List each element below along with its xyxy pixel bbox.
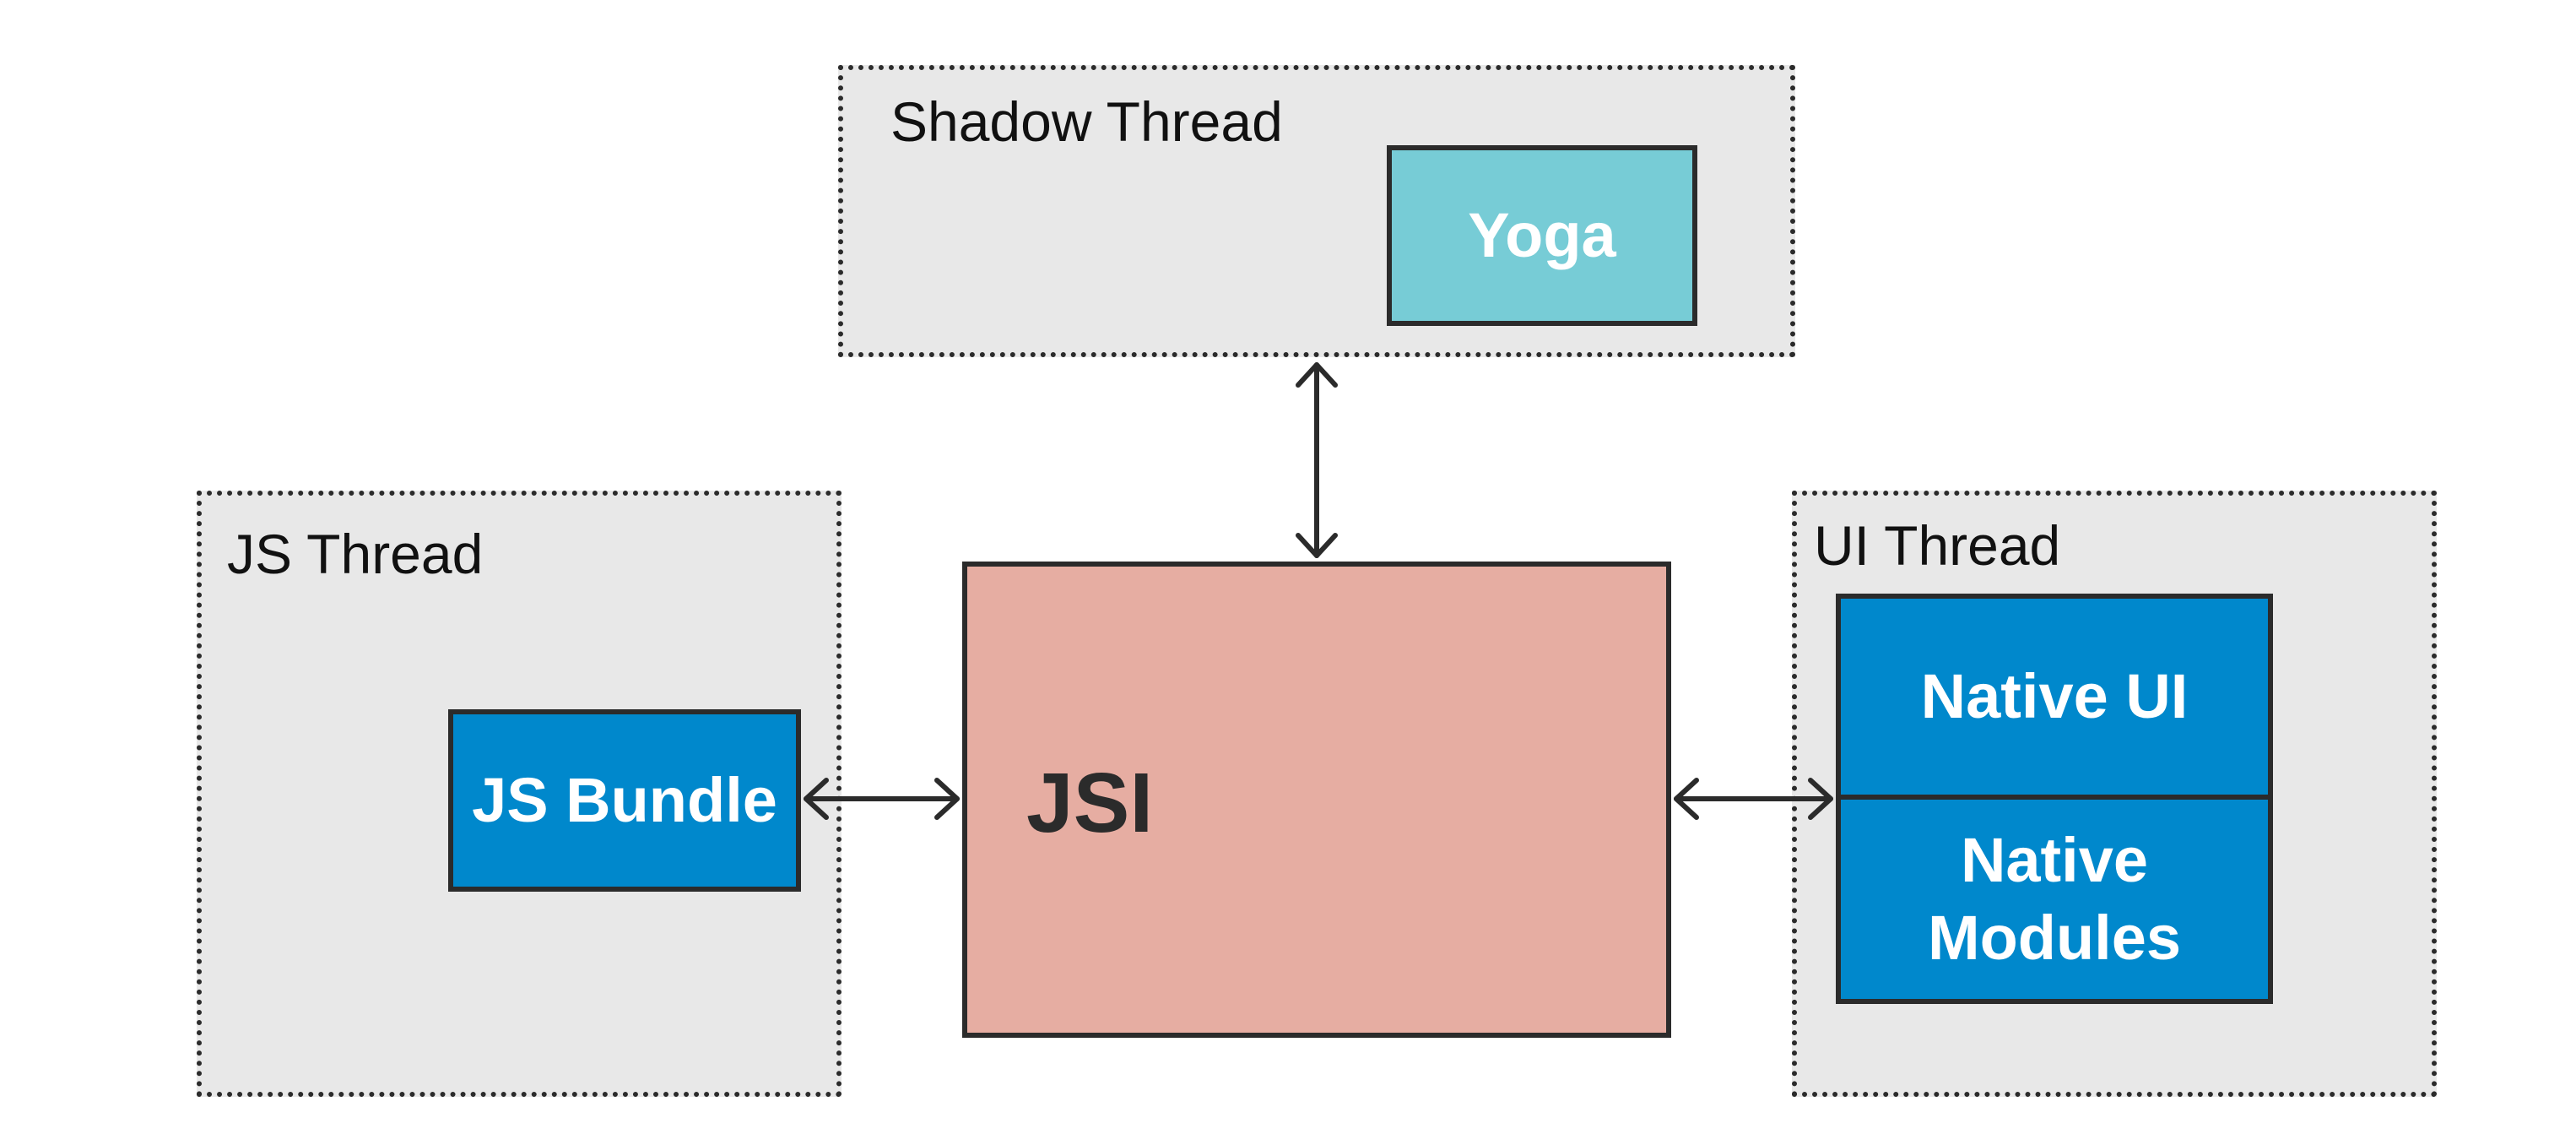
native-ui-label: Native UI	[1920, 660, 2189, 731]
yoga-label: Yoga	[1468, 199, 1616, 270]
native-modules-label-line2: Modules	[1927, 903, 2182, 973]
native-ui-block: Native UI	[1836, 594, 2273, 800]
jsi-label: JSI	[1026, 755, 1154, 850]
shadow-thread-label: Shadow Thread	[890, 90, 1283, 153]
jsi-ui-arrow	[1674, 778, 1833, 820]
yoga-block: Yoga	[1387, 145, 1697, 326]
jsi-block: JSI	[962, 562, 1671, 1038]
native-modules-label-line1: Native	[1960, 824, 2149, 895]
native-modules-block: Native Modules	[1836, 795, 2273, 1004]
js-bundle-label: JS Bundle	[472, 764, 777, 835]
js-bundle-block: JS Bundle	[448, 709, 801, 892]
ui-thread-label: UI Thread	[1814, 514, 2061, 577]
shadow-jsi-arrow	[1296, 362, 1338, 558]
js-thread-label: JS Thread	[227, 523, 484, 585]
bundle-jsi-arrow	[804, 778, 960, 820]
